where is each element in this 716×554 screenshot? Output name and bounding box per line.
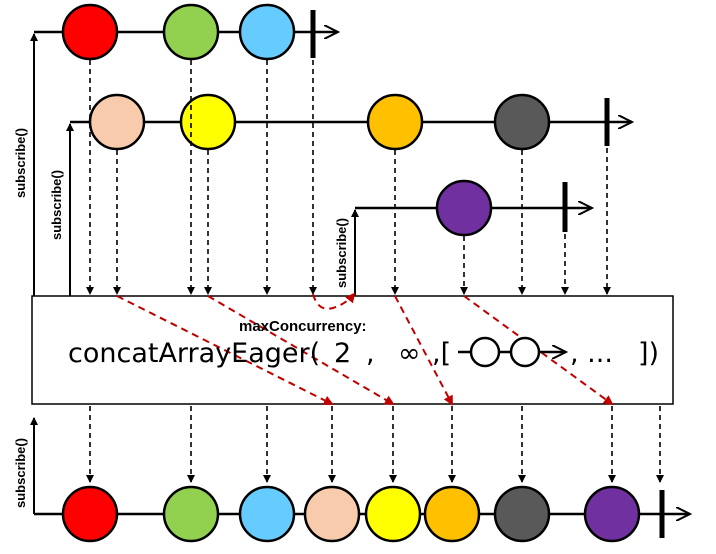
subscribe-label-output: subscribe() — [13, 438, 28, 508]
source-2-marble-yellow — [179, 93, 237, 151]
subscribe-label-source-3: subscribe() — [334, 218, 349, 288]
source-1-marble-cyan — [238, 3, 296, 61]
subscribe-label-source-1: subscribe() — [13, 128, 28, 198]
output-marble-green — [162, 485, 220, 543]
red-reorder-arrows — [116, 292, 614, 406]
mini-marble-2 — [509, 336, 541, 368]
output-marble-purple — [583, 485, 641, 543]
output-marble-yellow — [364, 485, 422, 543]
operator-name: concatArrayEager( — [68, 338, 320, 369]
source-2-marble-peach — [88, 93, 146, 151]
arg-sep-3: , ... — [570, 338, 613, 369]
source-3-timeline — [355, 179, 592, 237]
output-marble-cyan — [238, 485, 296, 543]
mini-source-icon — [458, 336, 566, 368]
source-2-marble-orange — [366, 93, 424, 151]
arg-prefetch: ∞ — [398, 338, 421, 369]
output-marble-gray — [493, 485, 551, 543]
source-1-marble-red — [61, 3, 119, 61]
red-arrow-subscribe-loop — [312, 292, 356, 310]
dashed-arrows-out-of-operator — [86, 406, 664, 483]
mini-marble-1 — [469, 336, 501, 368]
source-1-timeline — [34, 3, 338, 61]
max-concurrency-label: maxConcurrency: — [239, 318, 367, 335]
subscribe-label-source-2: subscribe() — [49, 170, 64, 240]
output-marble-peach — [303, 485, 361, 543]
dashed-arrows-into-operator — [86, 60, 611, 295]
source-2-marble-gray — [493, 93, 551, 151]
red-arrow-purple — [463, 295, 614, 406]
arg-max-concurrency: 2 — [334, 338, 351, 369]
arg-sep-1: , — [366, 338, 375, 369]
source-3-marble-purple — [435, 179, 493, 237]
operator-close: ]) — [638, 338, 659, 369]
source-1-marble-green — [162, 3, 220, 61]
output-timeline — [34, 485, 690, 543]
source-2-timeline — [70, 93, 632, 151]
output-marble-orange — [423, 485, 481, 543]
output-marble-red — [61, 485, 119, 543]
red-arrow-peach — [116, 295, 334, 405]
red-arrow-orange — [394, 295, 453, 406]
arg-sep-2: ,[ — [432, 338, 451, 369]
subscribe-arrows — [30, 33, 359, 514]
